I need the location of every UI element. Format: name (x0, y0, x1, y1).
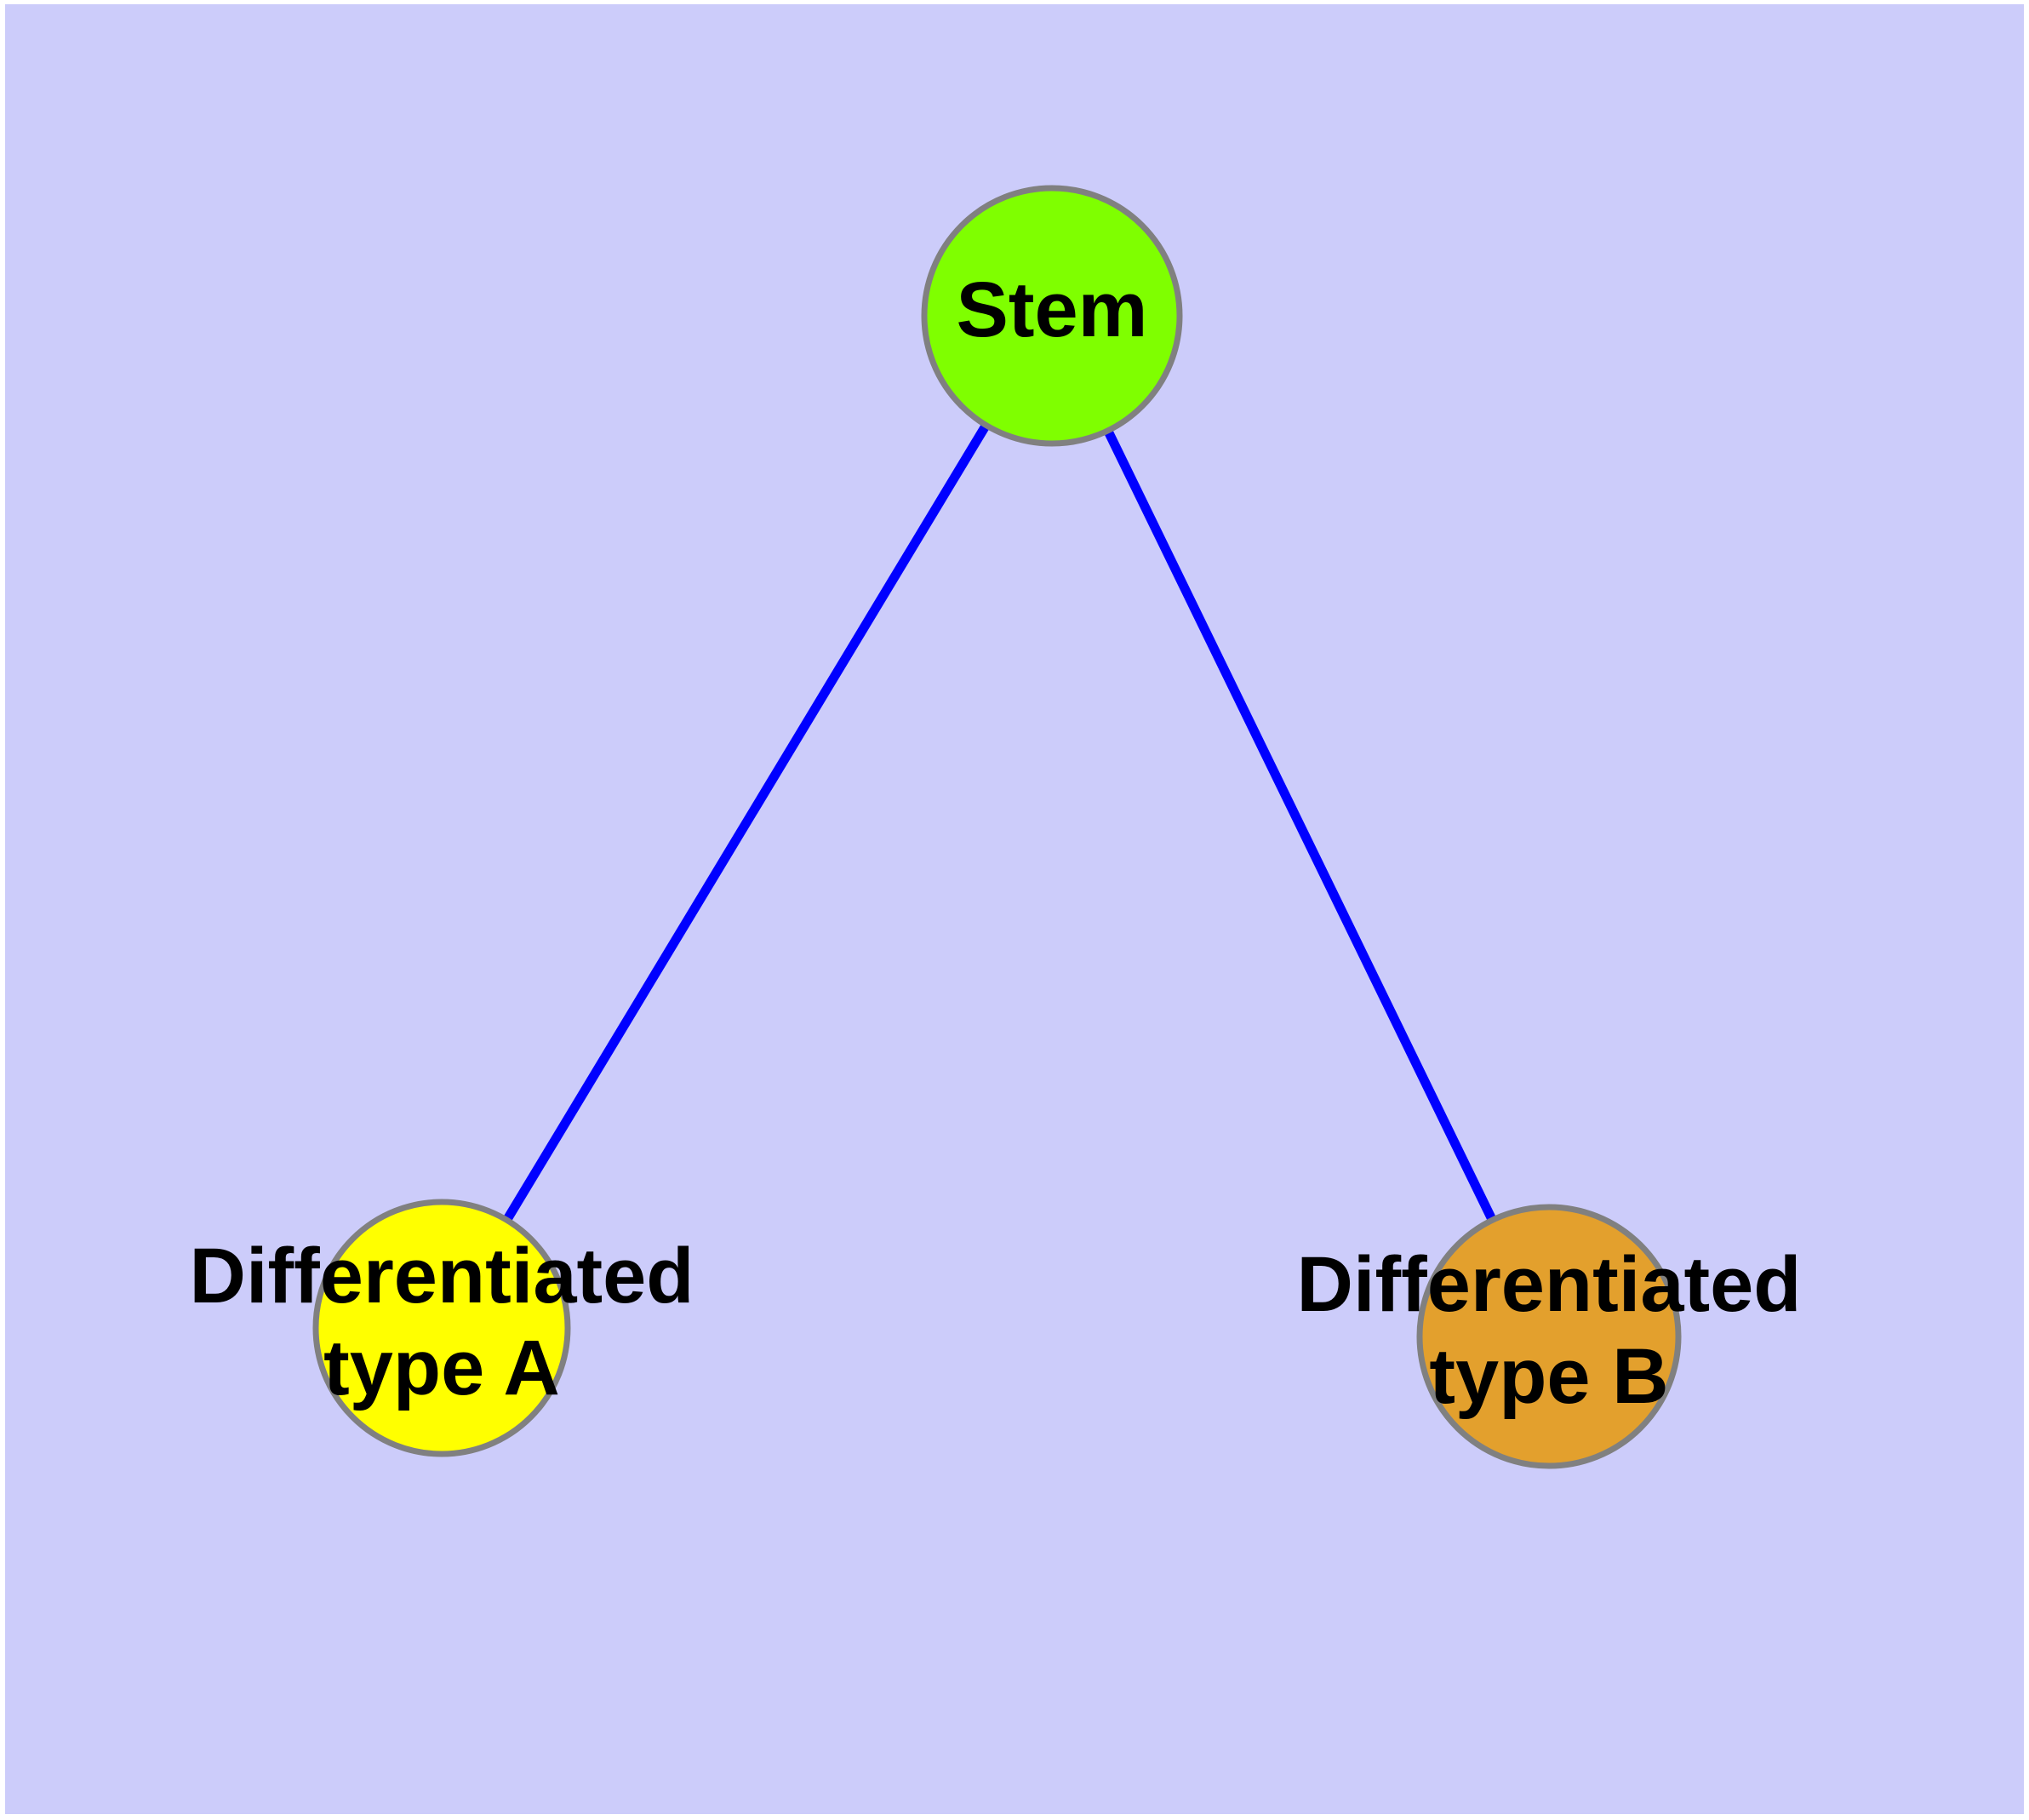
node-layer (312, 185, 1682, 1469)
node-differentiated-type-a-circle[interactable] (312, 1199, 571, 1457)
edge-stem-to-differentiated-type-b[interactable] (1048, 313, 1553, 1339)
node-differentiated-type-b[interactable] (1416, 1204, 1682, 1469)
edge-layer (437, 313, 1553, 1339)
node-differentiated-type-a[interactable] (312, 1199, 571, 1457)
node-differentiated-type-b-circle[interactable] (1416, 1204, 1682, 1469)
node-stem[interactable] (921, 185, 1183, 447)
edge-stem-to-differentiated-type-a[interactable] (437, 313, 1056, 1331)
node-stem-label: Stem (957, 266, 1148, 353)
node-stem-circle[interactable] (921, 185, 1183, 447)
